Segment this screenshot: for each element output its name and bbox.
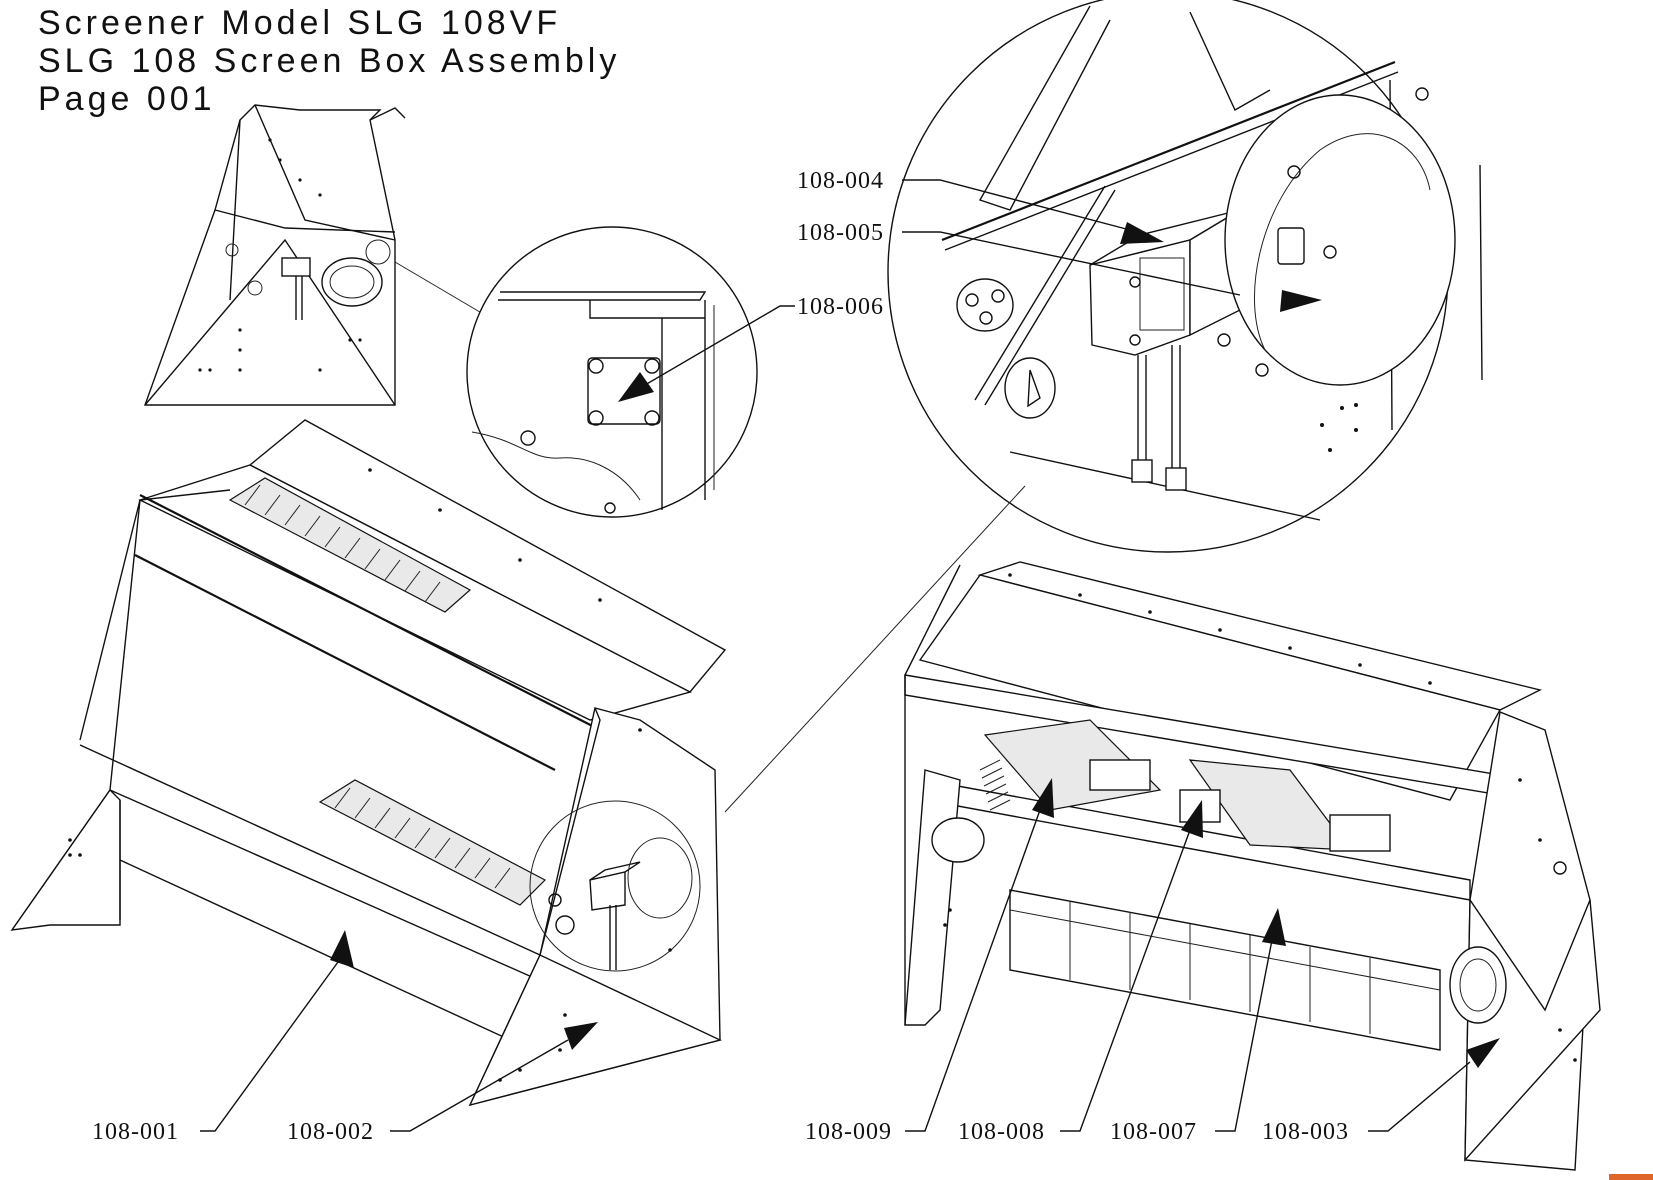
callout-108-001: 108-001 [92,1119,179,1145]
callout-leaders [200,179,1500,1132]
detail-circle-junction-box [887,0,1483,553]
callout-labels: 108-004 108-005 108-006 108-001 108-002 … [92,168,1349,1145]
callout-108-009: 108-009 [805,1119,892,1145]
title-line-model: Screener Model SLG 108VF [38,4,562,42]
title-line-page: Page 001 [38,80,216,118]
callout-108-005: 108-005 [797,220,884,246]
detail-leader-line [394,261,491,319]
title-line-assembly: SLG 108 Screen Box Assembly [38,42,621,80]
junction-leader-line [724,485,1026,813]
right-screen-box-assembly [904,561,1601,1171]
title-block: Screener Model SLG 108VF SLG 108 Screen … [38,4,620,118]
side-view-thumbnail [144,104,406,406]
callout-108-002: 108-002 [287,1119,374,1145]
callout-108-008: 108-008 [958,1119,1045,1145]
callout-108-006: 108-006 [797,294,884,320]
left-screen-box-assembly [10,419,727,1107]
callout-108-007: 108-007 [1110,1119,1197,1145]
detail-circle-plate [466,226,758,518]
corner-accent-mark [1609,1174,1653,1180]
callout-108-004: 108-004 [797,168,884,194]
callout-108-003: 108-003 [1262,1119,1349,1145]
